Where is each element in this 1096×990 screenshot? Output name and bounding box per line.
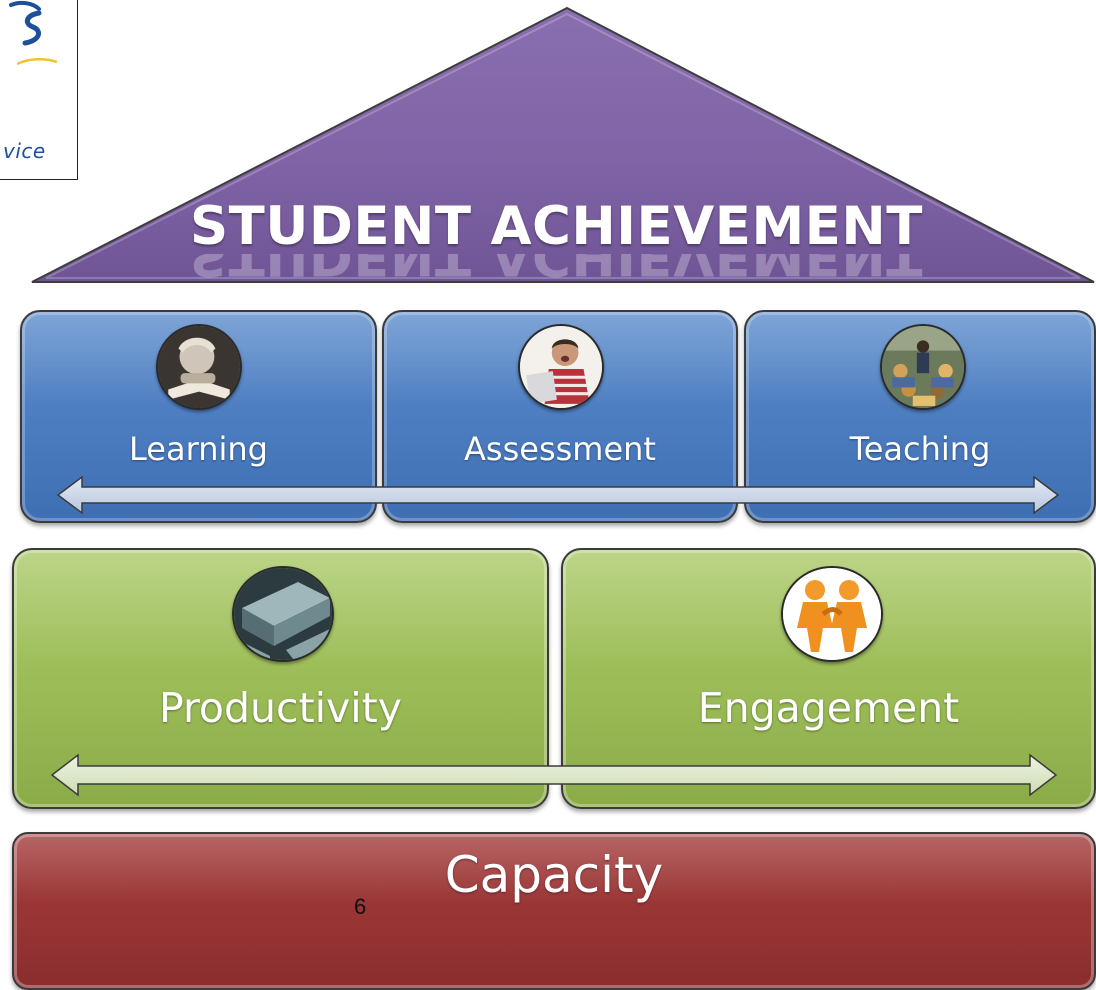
district-logo-mark-icon: [9, 0, 42, 46]
foundation-capacity: Capacity: [12, 832, 1096, 990]
district-logo: vice: [0, 0, 78, 180]
pillar-productivity-label: Productivity: [158, 684, 403, 732]
keyboard-key-photo-icon: [232, 566, 334, 662]
people-collaborating-icon: [781, 566, 883, 662]
pillar-teaching-label: Teaching: [849, 430, 991, 468]
double-arrow-icon: [50, 753, 1058, 797]
logo-swoosh-icon: [17, 58, 57, 66]
logo-text: vice: [3, 139, 46, 163]
foundation-capacity-label: Capacity: [444, 846, 664, 904]
child-reading-photo-icon: [156, 324, 242, 410]
roof-title: STUDENT ACHIEVEMENT: [190, 196, 923, 257]
double-arrow-icon: [56, 475, 1060, 515]
roof-title-reflection-text: STUDENT ACHIEVEMENT: [190, 254, 923, 278]
roof-triangle: [31, 6, 1095, 283]
pillar-engagement-label: Engagement: [697, 684, 960, 732]
pillar-assessment-label: Assessment: [464, 430, 656, 468]
child-laptop-photo-icon: [518, 324, 604, 410]
page-number: 6: [354, 894, 367, 919]
roof-title-reflection: STUDENT ACHIEVEMENT: [190, 254, 950, 278]
classroom-photo-icon: [880, 324, 966, 410]
pillar-learning-label: Learning: [129, 430, 268, 468]
